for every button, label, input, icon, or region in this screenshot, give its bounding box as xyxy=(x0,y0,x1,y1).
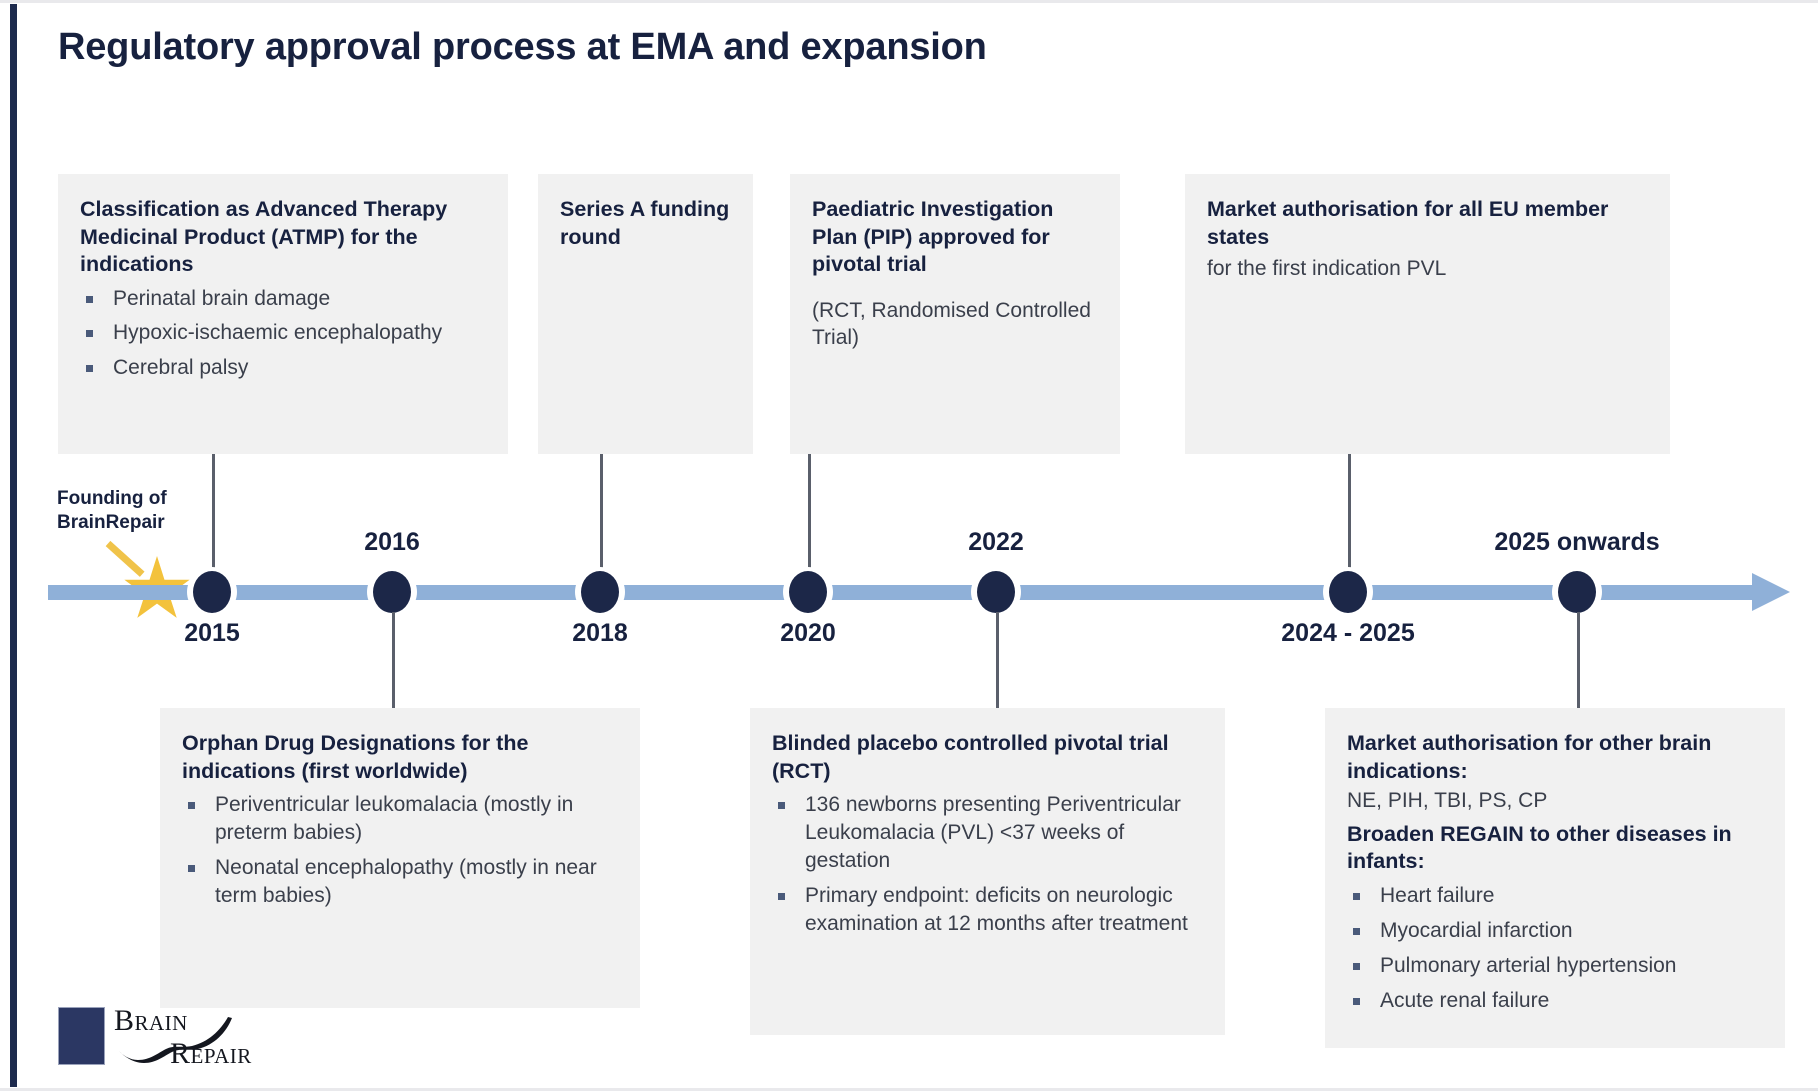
connector-stem-2016 xyxy=(392,612,395,710)
timeline-node-2025-onwards[interactable] xyxy=(1558,571,1596,613)
card-market-auth-eu-subtext: for the first indication PVL xyxy=(1207,257,1447,281)
timeline-arrowhead-icon xyxy=(1752,573,1790,611)
year-label-2024-2025: 2024 - 2025 xyxy=(1281,619,1415,647)
left-accent-bar xyxy=(10,4,17,1087)
card-orphan-drug-heading: Orphan Drug Designations for the indicat… xyxy=(182,731,529,783)
timeline-axis xyxy=(48,585,1758,600)
card-atmp-heading: Classification as Advanced Therapy Medic… xyxy=(80,197,448,277)
list-item: Myocardial infarction xyxy=(1347,917,1765,945)
card-pivotal-trial-bullet-list: 136 newborns presenting Periventricular … xyxy=(772,791,1205,938)
list-item: Primary endpoint: deficits on neurologic… xyxy=(772,882,1205,938)
list-item: Perinatal brain damage xyxy=(80,285,488,313)
star-ray-icon xyxy=(105,540,145,577)
page-title: Regulatory approval process at EMA and e… xyxy=(58,26,987,68)
list-item: Periventricular leukomalacia (mostly in … xyxy=(182,791,620,847)
card-pivotal-trial: Blinded placebo controlled pivotal trial… xyxy=(750,708,1225,1035)
logo-swoosh-icon xyxy=(119,1017,232,1063)
card-pip-heading: Paediatric Investigation Plan (PIP) appr… xyxy=(812,197,1054,277)
timeline-node-2015[interactable] xyxy=(193,571,231,613)
founding-callout-line2: BrainRepair xyxy=(57,511,165,533)
year-label-2025-onwards: 2025 onwards xyxy=(1494,528,1660,556)
connector-stem-2022 xyxy=(996,612,999,710)
founding-callout: Founding of BrainRepair xyxy=(57,487,167,535)
card-expansion: Market authorisation for other brain ind… xyxy=(1325,708,1785,1048)
connector-stem-2024 xyxy=(1348,454,1351,574)
founding-callout-line1: Founding of xyxy=(57,488,167,509)
logo-word-repair: Repair xyxy=(170,1037,252,1070)
list-item: Hypoxic-ischaemic encephalopathy xyxy=(80,319,488,347)
timeline-node-2022[interactable] xyxy=(977,571,1015,613)
list-item: 136 newborns presenting Periventricular … xyxy=(772,791,1205,875)
year-label-2016: 2016 xyxy=(364,528,420,556)
card-expansion-heading2: Broaden REGAIN to other diseases in infa… xyxy=(1347,821,1732,874)
top-edge-rule xyxy=(0,0,1818,3)
card-pip-subtext: (RCT, Randomised Controlled Trial) xyxy=(812,298,1091,350)
card-series-a-heading: Series A funding round xyxy=(560,197,730,249)
connector-stem-2018 xyxy=(600,454,603,574)
year-label-2015: 2015 xyxy=(184,619,240,647)
timeline-node-2018[interactable] xyxy=(581,571,619,613)
card-pip: Paediatric Investigation Plan (PIP) appr… xyxy=(790,174,1120,454)
list-item: Cerebral palsy xyxy=(80,354,488,382)
year-label-2022: 2022 xyxy=(968,528,1024,556)
card-atmp-bullet-list: Perinatal brain damage Hypoxic-ischaemic… xyxy=(80,285,488,383)
card-expansion-heading: Market authorisation for other brain ind… xyxy=(1347,731,1712,783)
year-label-2018: 2018 xyxy=(572,619,628,647)
card-atmp: Classification as Advanced Therapy Medic… xyxy=(58,174,508,454)
connector-stem-2020 xyxy=(808,454,811,574)
bottom-edge-rule xyxy=(0,1088,1818,1091)
list-item: Acute renal failure xyxy=(1347,987,1765,1015)
list-item: Pulmonary arterial hypertension xyxy=(1347,952,1765,980)
timeline-node-2020[interactable] xyxy=(789,571,827,613)
card-orphan-drug: Orphan Drug Designations for the indicat… xyxy=(160,708,640,1008)
card-expansion-subtext: NE, PIH, TBI, PS, CP xyxy=(1347,789,1548,813)
brainrepair-logo: Brain Repair xyxy=(58,1001,288,1073)
timeline-node-2024-2025[interactable] xyxy=(1329,571,1367,613)
card-series-a: Series A funding round xyxy=(538,174,753,454)
card-pivotal-trial-heading: Blinded placebo controlled pivotal trial… xyxy=(772,731,1169,783)
list-item: Heart failure xyxy=(1347,882,1765,910)
year-label-2020: 2020 xyxy=(780,619,836,647)
connector-stem-2015 xyxy=(212,454,215,574)
card-market-auth-eu: Market authorisation for all EU member s… xyxy=(1185,174,1670,454)
card-expansion-bullet-list: Heart failure Myocardial infarction Pulm… xyxy=(1347,882,1765,1015)
card-market-auth-eu-heading: Market authorisation for all EU member s… xyxy=(1207,197,1609,249)
card-orphan-drug-bullet-list: Periventricular leukomalacia (mostly in … xyxy=(182,791,620,910)
timeline-node-2016[interactable] xyxy=(373,571,411,613)
list-item: Neonatal encephalopathy (mostly in near … xyxy=(182,854,620,910)
logo-square-icon xyxy=(58,1007,105,1065)
logo-word-brain: Brain xyxy=(114,1004,188,1037)
connector-stem-2025-onwards xyxy=(1577,612,1580,710)
